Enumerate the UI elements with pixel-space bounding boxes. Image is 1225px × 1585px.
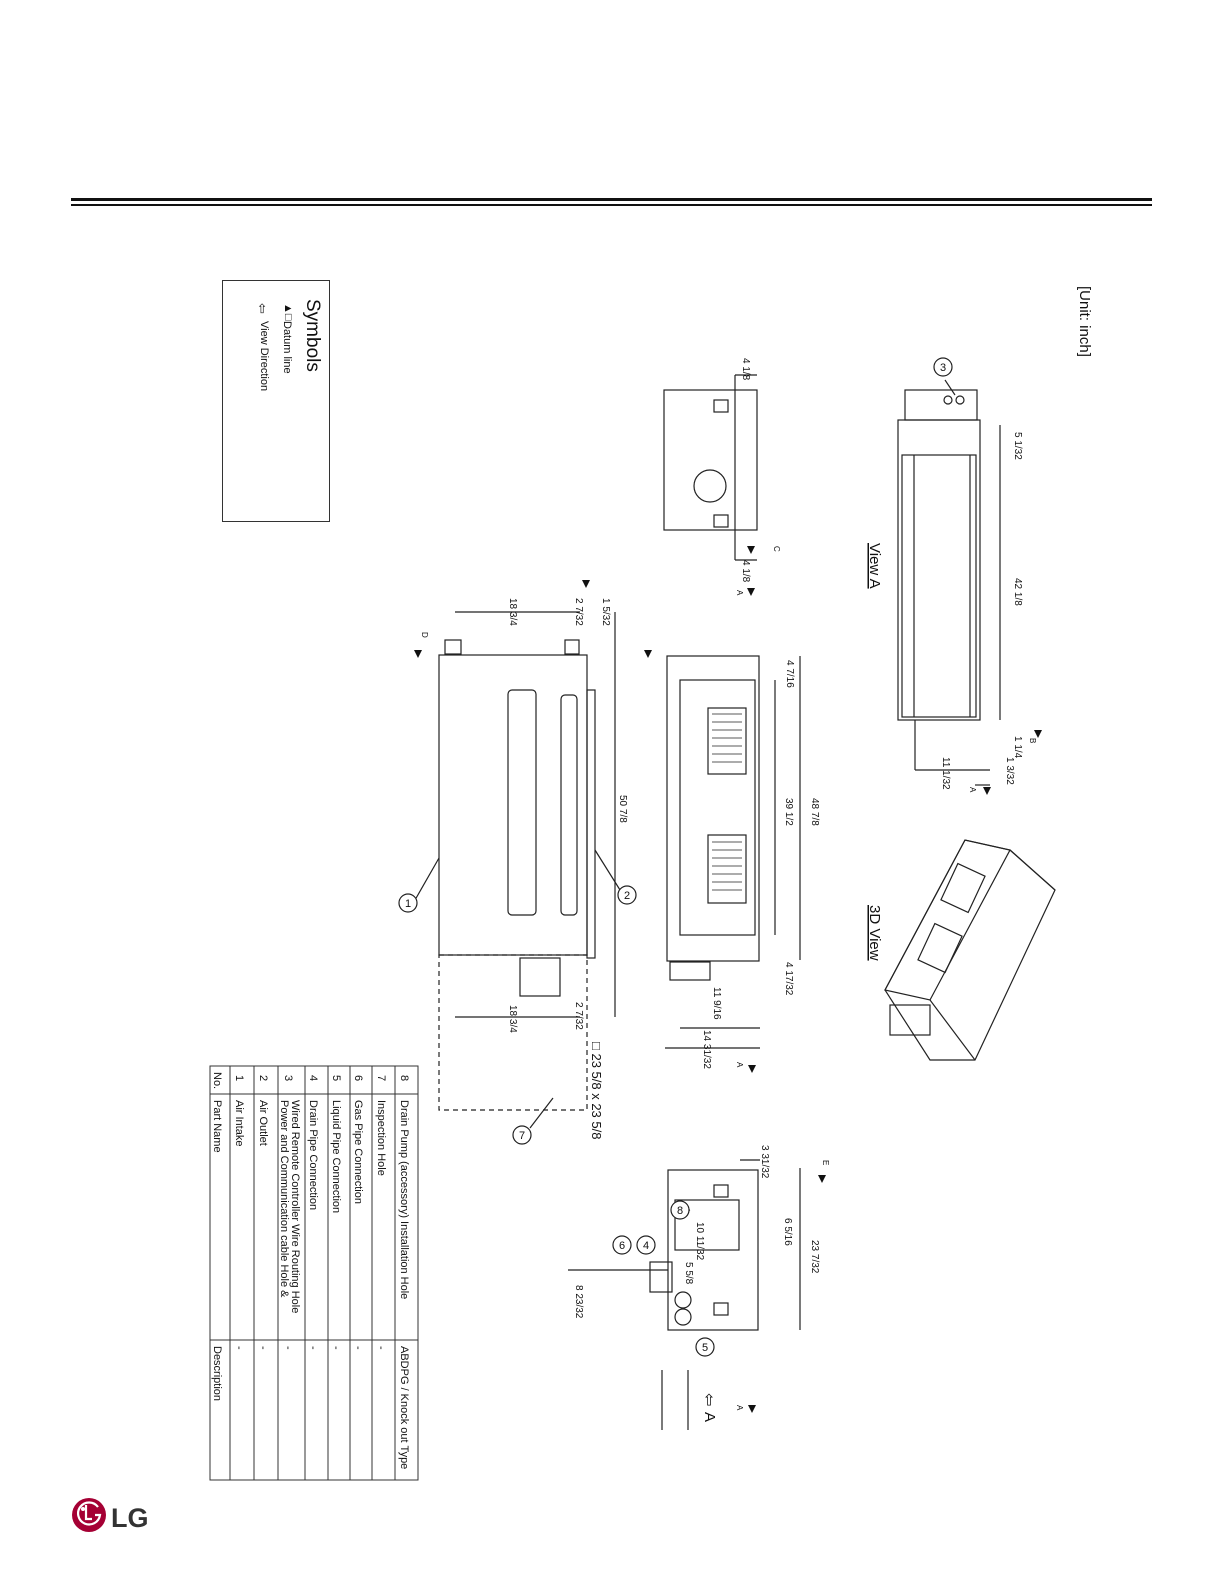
opening-size-label: □ 23 5/8 x 23 5/8 <box>589 1042 604 1139</box>
row8-no: 8 <box>398 1075 410 1081</box>
datum-tag-b: B <box>1028 738 1037 743</box>
datum-tag-a2: A <box>968 787 977 793</box>
lg-logo-mark-icon <box>72 1498 106 1532</box>
datum-tag-a1: A <box>735 590 744 596</box>
table-header-desc: Description <box>211 1346 223 1401</box>
dim-d2: 5 1/32 <box>1012 432 1023 460</box>
view-a-label: View A <box>866 543 883 589</box>
bottom-view-drawing <box>665 655 801 1049</box>
dim-d1b: 4 1/8 <box>740 560 751 583</box>
row5-no: 5 <box>330 1075 342 1081</box>
dim-d19: 5 5/8 <box>683 1262 694 1285</box>
view-a-arrow-label: A <box>701 1412 718 1422</box>
row4-part: Drain Pipe Connection <box>307 1100 319 1210</box>
row7-part: Inspection Hole <box>375 1100 387 1176</box>
parts-table <box>209 1065 419 1481</box>
dim-d13b: 18 3/4 <box>507 1005 518 1033</box>
callout-8 <box>670 1200 690 1220</box>
dim-d7: 4 7/16 <box>784 660 795 688</box>
datum-tag-a3: A <box>735 1062 744 1068</box>
pipe-end-view-drawing <box>568 1159 801 1430</box>
view-3d-label: 3D View <box>866 905 883 961</box>
dim-d4: 1 1/4 <box>1012 736 1023 759</box>
callout-6-text: 6 <box>619 1240 625 1252</box>
callout-5 <box>695 1337 715 1357</box>
header-rule-thin <box>71 204 1152 206</box>
datum-tag-e: E <box>821 1160 830 1165</box>
table-header-part: Part Name <box>211 1100 223 1153</box>
dim-d13: 18 3/4 <box>507 598 518 626</box>
row3-desc: - <box>282 1346 294 1350</box>
callout-7 <box>512 1125 532 1145</box>
table-header-no: No. <box>211 1072 223 1089</box>
callout-4-text: 4 <box>643 1240 649 1252</box>
dim-d20: 6 5/16 <box>782 1218 793 1246</box>
header-rule-thick <box>71 198 1152 201</box>
row6-no: 6 <box>352 1075 364 1081</box>
callout-3 <box>933 357 953 377</box>
datum-tag-d: D <box>420 632 429 638</box>
row6-part: Gas Pipe Connection <box>352 1100 364 1204</box>
dim-d12: 14 31/32 <box>701 1030 712 1069</box>
view-a-drawing <box>897 389 1001 786</box>
row2-part: Air Outlet <box>257 1100 269 1146</box>
row6-desc: - <box>352 1346 364 1350</box>
dim-d6: 1 3/32 <box>1004 757 1015 785</box>
row5-part: Liquid Pipe Connection <box>330 1100 342 1213</box>
row7-no: 7 <box>375 1075 387 1081</box>
row5-desc: - <box>330 1346 342 1350</box>
row3-part: Power and Communication cable Hole & <box>278 1100 290 1298</box>
row8-desc: ABDPG / Knock out Type <box>398 1346 410 1469</box>
dim-d18: 10 11/32 <box>694 1222 705 1261</box>
dim-d22: 8 23/32 <box>573 1285 584 1319</box>
view-a-arrow-icon: ⇦ <box>700 1393 719 1406</box>
row1-desc: - <box>233 1346 245 1350</box>
datum-tag-a4: A <box>735 1405 744 1411</box>
row3-no: 3 <box>282 1075 294 1081</box>
callout-2 <box>617 885 637 905</box>
row7-desc: - <box>375 1346 387 1350</box>
row4-desc: - <box>307 1346 319 1350</box>
3d-view-drawing <box>884 839 1056 1061</box>
callout-7-text: 7 <box>519 1130 525 1142</box>
row8-part: Drain Pump (accessory) Installation Hole <box>398 1100 410 1299</box>
dim-d1: 4 1/8 <box>740 358 751 381</box>
dim-d16: 50 7/8 <box>617 795 628 823</box>
datum-tag-c: C <box>772 546 781 552</box>
dim-d14b: 2 7/32 <box>573 1002 584 1030</box>
row3-part2: Wired Remote Controller Wire Routing Hol… <box>289 1100 301 1313</box>
symbols-legend: Symbols ▲□ Datum line ⇦ View Direction <box>222 280 330 522</box>
dim-d10: 4 17/32 <box>783 962 794 996</box>
dim-d21: 23 7/32 <box>809 1240 820 1274</box>
row2-desc: - <box>257 1346 269 1350</box>
dim-d11: 11 9/16 <box>711 987 722 1020</box>
callout-3-text: 3 <box>940 362 946 374</box>
dim-d14: 2 7/32 <box>573 598 584 626</box>
row1-part: Air Intake <box>233 1100 245 1146</box>
side-view-drawing <box>438 611 616 1111</box>
row2-no: 2 <box>257 1075 269 1081</box>
callout-1-text: 1 <box>405 898 411 910</box>
callout-1 <box>398 893 418 913</box>
row1-no: 1 <box>233 1075 245 1081</box>
callout-6 <box>612 1235 632 1255</box>
dim-d8: 39 1/2 <box>783 798 794 826</box>
row4-no: 4 <box>307 1075 319 1081</box>
dim-d5: 11 1/32 <box>940 757 951 790</box>
callout-2-text: 2 <box>624 890 630 902</box>
dim-d15: 1 5/32 <box>600 598 611 626</box>
callout-5-text: 5 <box>702 1342 708 1354</box>
lg-logo-word: LG <box>111 1503 149 1533</box>
lg-logo: LG <box>71 1497 161 1537</box>
callout-4 <box>636 1235 656 1255</box>
dim-d3: 42 1/8 <box>1012 578 1023 606</box>
callout-8-text: 8 <box>677 1205 683 1217</box>
end-view-drawing <box>663 374 758 561</box>
dim-d17: 3 31/32 <box>759 1145 770 1179</box>
dim-d9: 48 7/8 <box>809 798 820 826</box>
